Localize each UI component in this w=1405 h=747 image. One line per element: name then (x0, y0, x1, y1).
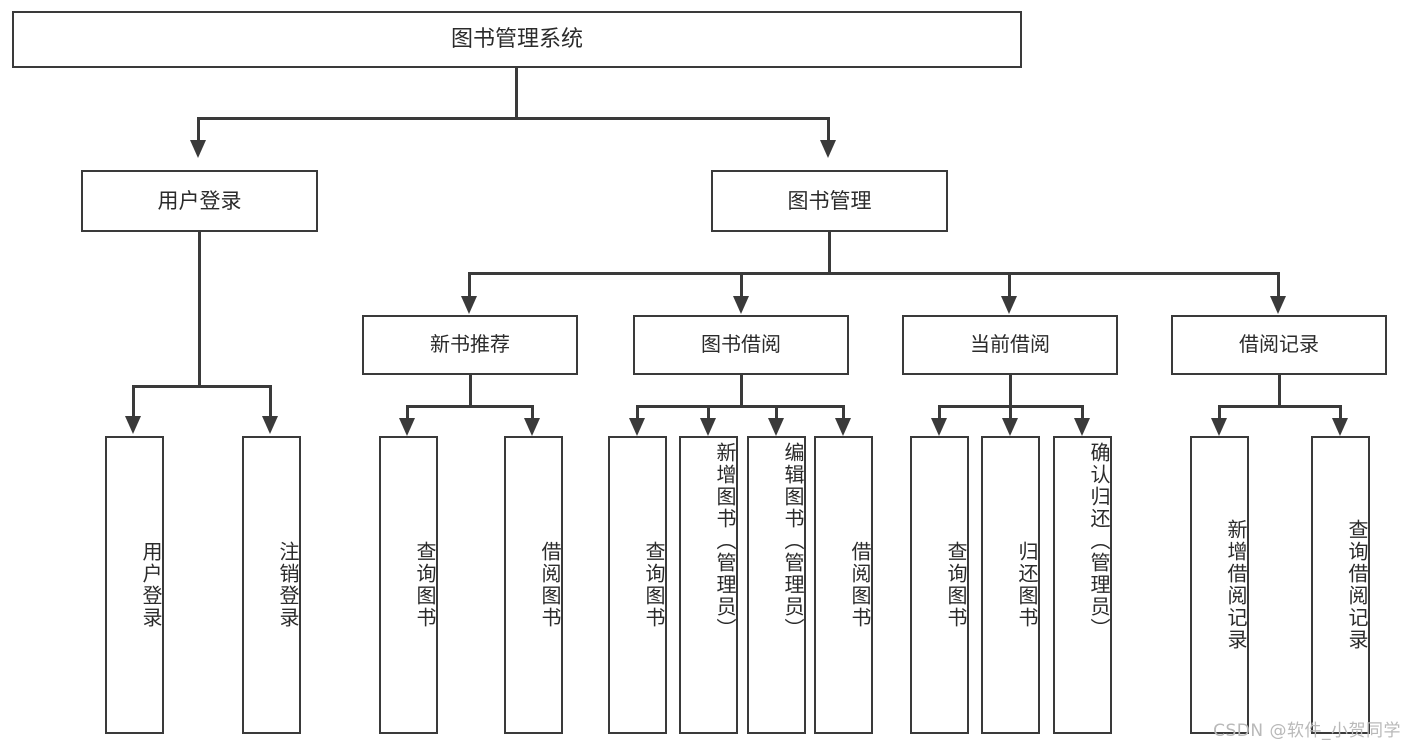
node-label: 借阅图书 (538, 541, 562, 629)
leaf-bookborrow-edit-book-admin[interactable]: 编辑图书（管理员） (747, 436, 806, 734)
node-book-borrow[interactable]: 图书借阅 (633, 315, 849, 375)
arrow-bookborrow-to-leaf3 (768, 418, 784, 436)
node-label: 查询图书 (944, 541, 968, 629)
node-current-borrow[interactable]: 当前借阅 (902, 315, 1118, 375)
node-label: 图书管理 (787, 188, 872, 213)
edge-root-stem (515, 68, 518, 119)
edge-bookborrow-stem (740, 375, 743, 407)
node-label: 用户登录 (157, 188, 242, 213)
node-label: 确认归还（管理员） (1087, 442, 1111, 640)
arrow-borrowrecord-to-leaf2 (1332, 418, 1348, 436)
node-book-management[interactable]: 图书管理 (711, 170, 948, 232)
node-label: 借阅图书 (848, 541, 872, 629)
edge-bookborrow-to-leaf1 (636, 405, 639, 419)
edge-newbook-to-leaf2 (531, 405, 534, 419)
arrow-bookborrow-to-leaf2 (700, 418, 716, 436)
edge-currentborrow-stem (1009, 375, 1012, 407)
arrow-newbook-to-leaf1 (399, 418, 415, 436)
arrow-borrowrecord-to-leaf1 (1211, 418, 1227, 436)
edge-borrowrecord-stem (1278, 375, 1281, 407)
arrow-root-to-userlogin (190, 140, 206, 158)
leaf-borrowrecord-query-record[interactable]: 查询借阅记录 (1311, 436, 1370, 734)
arrow-bookmgmt-to-c1 (461, 296, 477, 314)
leaf-borrowrecord-add-record[interactable]: 新增借阅记录 (1190, 436, 1249, 734)
arrow-userlogin-to-leaf2 (262, 416, 278, 434)
edge-bookmgmt-to-c4 (1277, 272, 1280, 297)
edge-currentborrow-to-leaf2 (1009, 405, 1012, 419)
edge-userlogin-stem (198, 232, 201, 387)
node-label: 新增借阅记录 (1224, 519, 1248, 651)
node-label: 查询图书 (413, 541, 437, 629)
leaf-newbook-borrow-book[interactable]: 借阅图书 (504, 436, 563, 734)
arrow-userlogin-to-leaf1 (125, 416, 141, 434)
node-label: 图书借阅 (701, 332, 781, 357)
edge-borrowrecord-bus (1218, 405, 1342, 408)
edge-bookborrow-to-leaf3 (775, 405, 778, 419)
arrow-currentborrow-to-leaf3 (1074, 418, 1090, 436)
edge-newbook-stem (469, 375, 472, 407)
arrow-currentborrow-to-leaf2 (1002, 418, 1018, 436)
edge-currentborrow-to-leaf1 (938, 405, 941, 419)
leaf-currentborrow-return-book[interactable]: 归还图书 (981, 436, 1040, 734)
edge-bookborrow-to-leaf2 (707, 405, 710, 419)
edge-bookborrow-to-leaf4 (842, 405, 845, 419)
edge-bookmgmt-to-c2 (740, 272, 743, 297)
edge-bookmgmt-stem (828, 232, 831, 274)
node-label: 新增图书（管理员） (713, 442, 737, 640)
node-label: 图书管理系统 (450, 26, 583, 52)
edge-root-bus (197, 117, 830, 120)
node-label: 查询图书 (642, 541, 666, 629)
edge-newbook-to-leaf1 (406, 405, 409, 419)
edge-borrowrecord-to-leaf2 (1339, 405, 1342, 419)
node-label: 注销登录 (276, 541, 300, 629)
watermark-csdn: CSDN @软件_小贺同学 (1213, 721, 1401, 741)
arrow-bookmgmt-to-c4 (1270, 296, 1286, 314)
leaf-newbook-query-book[interactable]: 查询图书 (379, 436, 438, 734)
arrow-bookmgmt-to-c3 (1001, 296, 1017, 314)
node-label: 用户登录 (139, 541, 163, 629)
edge-root-to-userlogin (197, 117, 200, 142)
leaf-user-login-login[interactable]: 用户登录 (105, 436, 164, 734)
node-new-book-recommend[interactable]: 新书推荐 (362, 315, 578, 375)
edge-userlogin-to-leaf2 (269, 385, 272, 417)
edge-root-to-bookmgmt (827, 117, 830, 142)
edge-userlogin-bus (132, 385, 269, 388)
edge-borrowrecord-to-leaf1 (1218, 405, 1221, 419)
node-label: 当前借阅 (970, 332, 1050, 357)
edge-bookmgmt-bus (468, 272, 1280, 275)
arrow-bookborrow-to-leaf1 (629, 418, 645, 436)
edge-bookborrow-bus (636, 405, 845, 408)
edge-userlogin-to-leaf1 (132, 385, 135, 417)
leaf-bookborrow-borrow-book[interactable]: 借阅图书 (814, 436, 873, 734)
arrow-currentborrow-to-leaf1 (931, 418, 947, 436)
arrow-newbook-to-leaf2 (524, 418, 540, 436)
arrow-bookmgmt-to-c2 (733, 296, 749, 314)
edge-bookmgmt-to-c3 (1008, 272, 1011, 297)
node-label: 查询借阅记录 (1345, 519, 1369, 651)
node-label: 新书推荐 (430, 332, 510, 357)
leaf-bookborrow-query-book[interactable]: 查询图书 (608, 436, 667, 734)
leaf-user-login-logout[interactable]: 注销登录 (242, 436, 301, 734)
arrow-root-to-bookmgmt (820, 140, 836, 158)
node-label: 归还图书 (1015, 541, 1039, 629)
leaf-bookborrow-add-book-admin[interactable]: 新增图书（管理员） (679, 436, 738, 734)
leaf-currentborrow-confirm-return-admin[interactable]: 确认归还（管理员） (1053, 436, 1112, 734)
node-borrow-record[interactable]: 借阅记录 (1171, 315, 1387, 375)
node-root-system[interactable]: 图书管理系统 (12, 11, 1022, 68)
node-label: 借阅记录 (1239, 332, 1319, 357)
arrow-bookborrow-to-leaf4 (835, 418, 851, 436)
edge-bookmgmt-to-c1 (468, 272, 471, 297)
edge-currentborrow-to-leaf3 (1081, 405, 1084, 419)
leaf-currentborrow-query-book[interactable]: 查询图书 (910, 436, 969, 734)
node-label: 编辑图书（管理员） (781, 442, 805, 640)
edge-newbook-bus (406, 405, 534, 408)
node-user-login[interactable]: 用户登录 (81, 170, 318, 232)
